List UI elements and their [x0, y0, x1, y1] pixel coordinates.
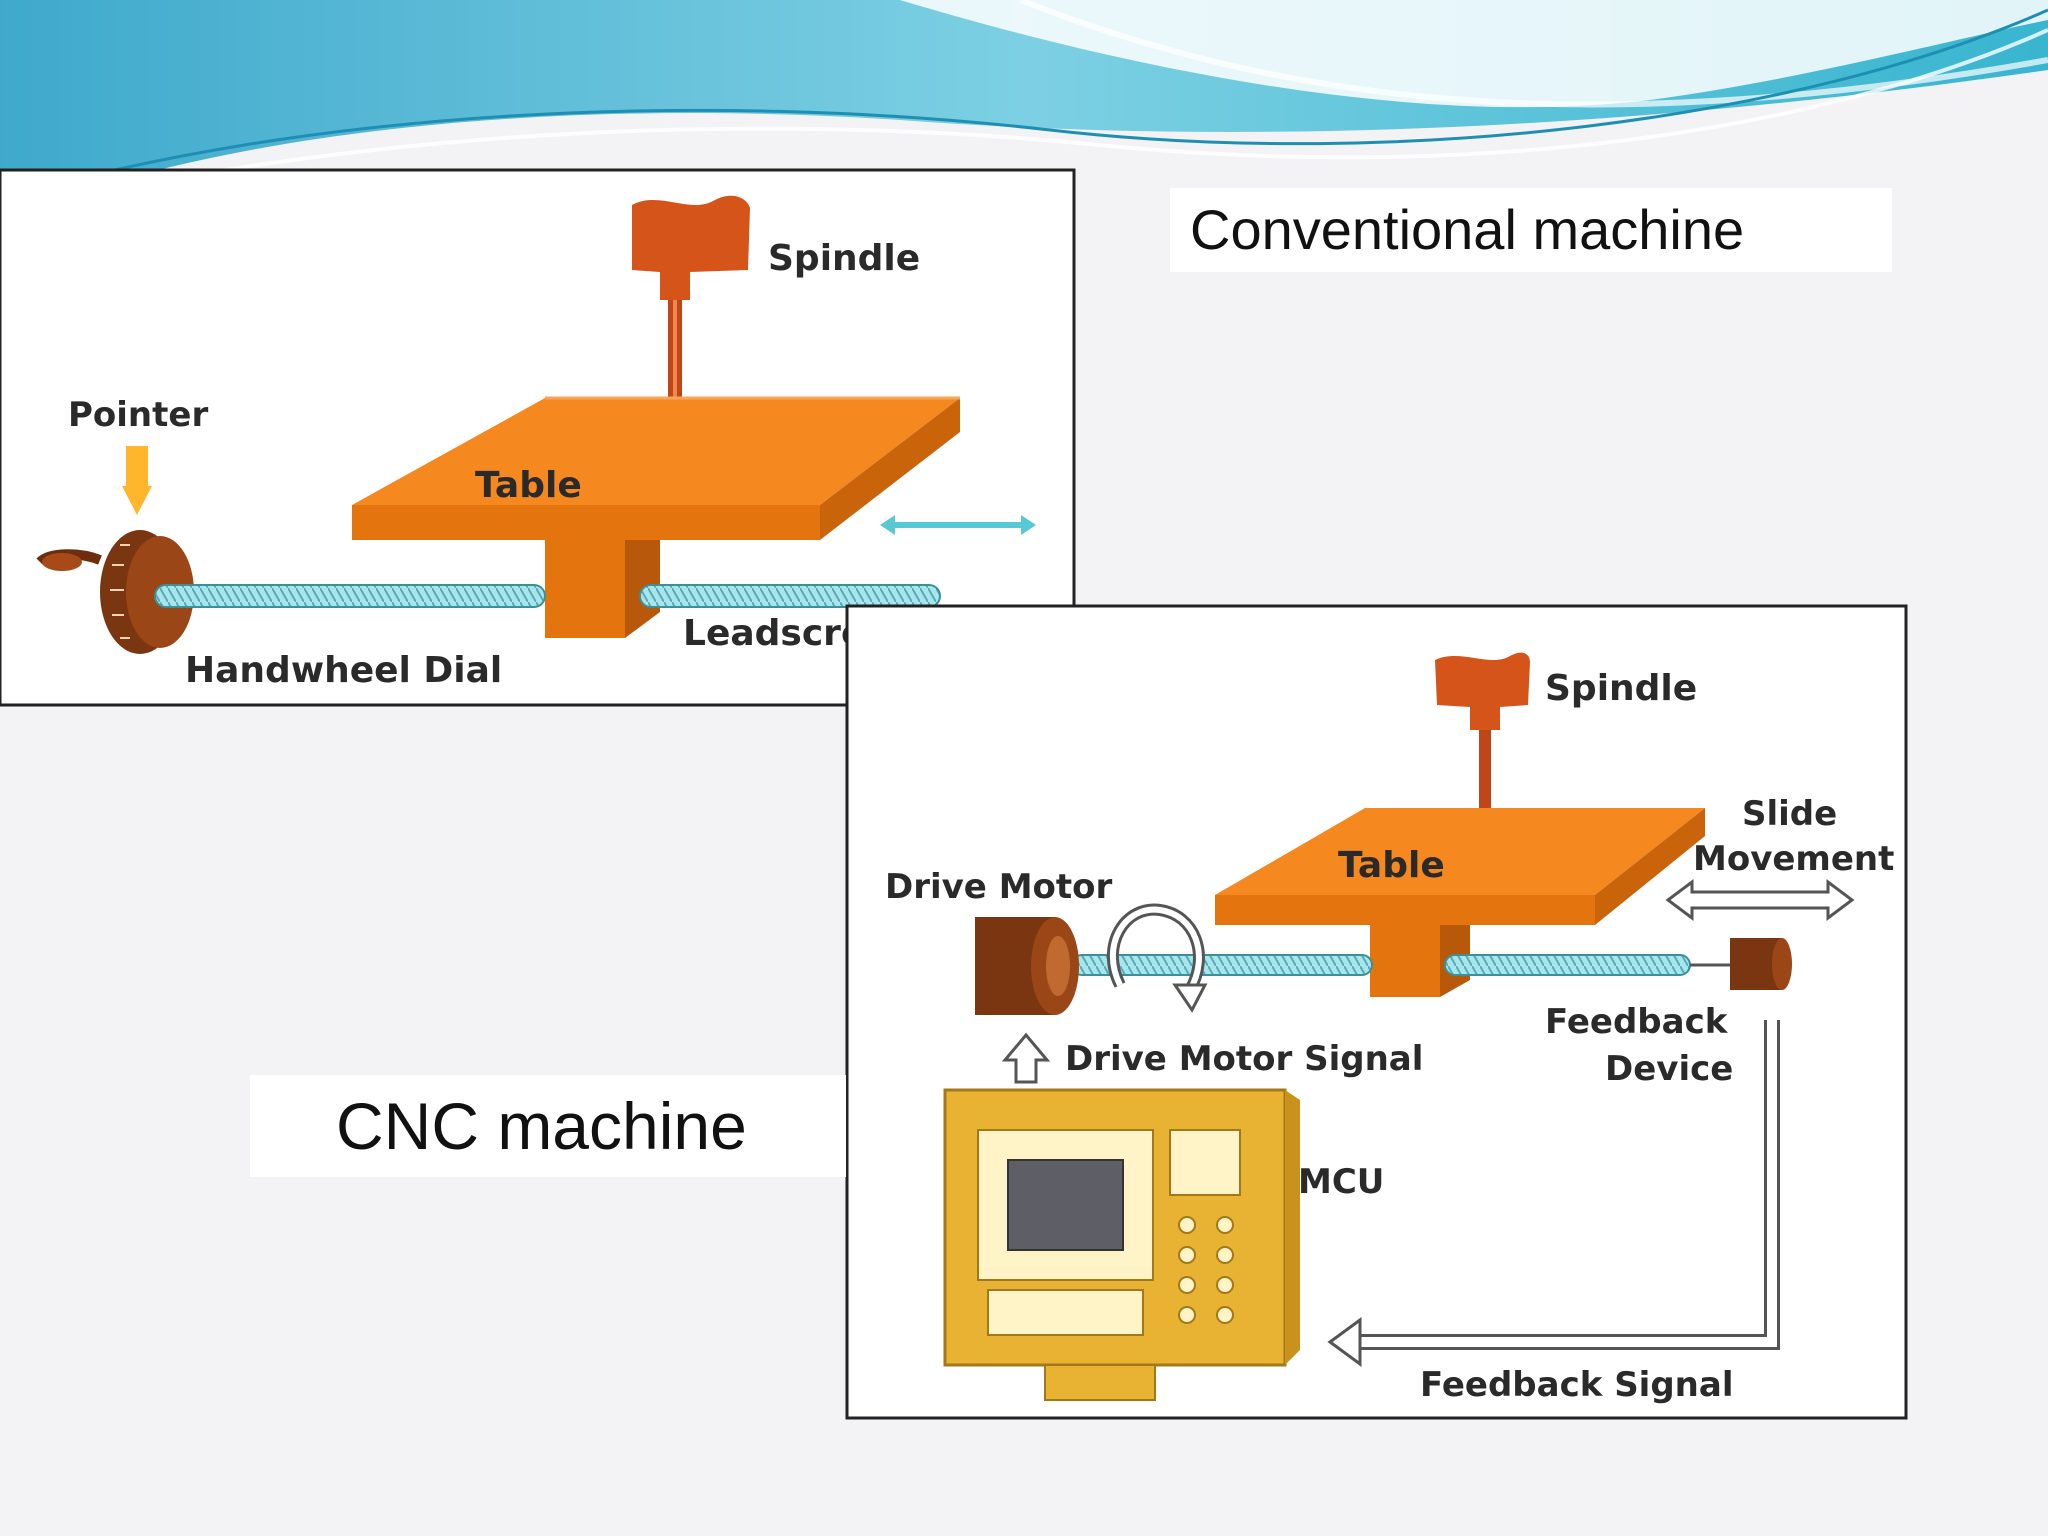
movement-arrow-icon	[880, 515, 1036, 535]
cnc-diagram: Spindle Table Drive Motor	[845, 604, 1908, 1420]
feedback-signal-arrow-icon	[1327, 1020, 1780, 1367]
spindle-icon	[632, 195, 750, 415]
rotation-arrow-icon	[1106, 903, 1208, 1013]
cnc-mcu-label: MCU	[1298, 1162, 1384, 1202]
cnc-feedback-device-label-2: Device	[1605, 1049, 1733, 1089]
cnc-feedback-device-label-1: Feedback	[1545, 1002, 1729, 1042]
slide-movement-arrow-icon	[1665, 879, 1855, 921]
cnc-drive-motor-label: Drive Motor	[885, 867, 1113, 907]
leadscrew-icon	[154, 584, 941, 608]
cnc-slide-label-1: Slide	[1742, 794, 1837, 834]
feedback-device-icon	[1730, 938, 1792, 990]
conventional-diagram: Spindle Table Pointer	[0, 168, 1076, 707]
cnc-spindle-label: Spindle	[1545, 668, 1697, 709]
mcu-icon	[943, 1088, 1300, 1401]
conv-spindle-label: Spindle	[768, 238, 920, 279]
pointer-icon	[122, 446, 152, 515]
cnc-spindle-icon	[1435, 652, 1530, 820]
conv-pointer-label: Pointer	[68, 395, 208, 435]
conv-table-label: Table	[475, 465, 582, 506]
cnc-table-label: Table	[1338, 845, 1445, 886]
cnc-table	[1215, 808, 1705, 925]
cnc-drive-signal-label: Drive Motor Signal	[1065, 1039, 1423, 1079]
conv-table	[352, 396, 960, 540]
conv-handwheel-label: Handwheel Dial	[185, 650, 502, 691]
drive-motor-icon	[975, 917, 1079, 1015]
conventional-machine-caption: Conventional machine	[1170, 188, 1892, 272]
cnc-feedback-signal-label: Feedback Signal	[1420, 1365, 1733, 1405]
cnc-slide-label-2: Movement	[1693, 839, 1894, 879]
drive-signal-arrow-icon	[1001, 1032, 1051, 1084]
header-wave	[0, 0, 2048, 220]
cnc-machine-caption: CNC machine	[250, 1075, 846, 1177]
